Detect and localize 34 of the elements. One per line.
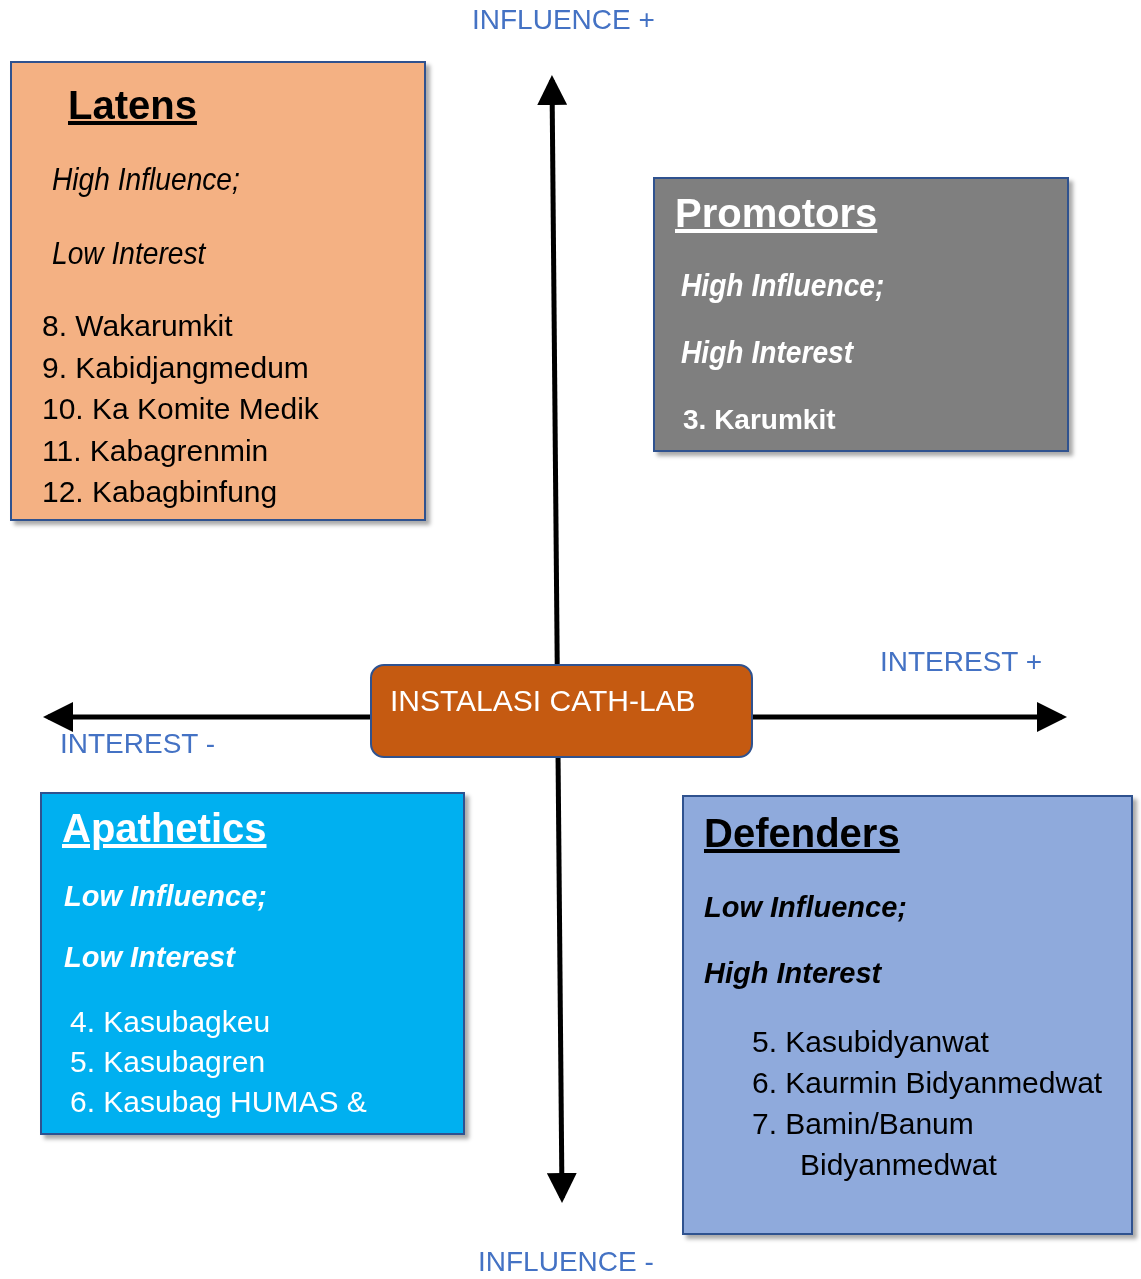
list-item: 12. Kabagbinfung <box>42 474 279 510</box>
list-item: 10. Ka Komite Medik <box>42 391 320 427</box>
quadrant-heading: Promotors <box>675 191 878 236</box>
list-item: 6. Kaurmin Bidyanmedwat <box>752 1065 1104 1101</box>
list-item: 8. Wakarumkit <box>42 308 234 344</box>
list-item: 6. Kasubag HUMAS & <box>70 1084 368 1120</box>
criteria-text: High Interest <box>681 334 854 371</box>
list-item: 11. Kabagrenmin <box>42 432 270 469</box>
quadrant-box <box>682 795 1133 1235</box>
axis-label: INTEREST - <box>60 728 216 760</box>
quadrant-box <box>40 792 465 1135</box>
list-item: 7. Bamin/Banum Bidyanmedwat <box>752 1106 998 1183</box>
quadrant-heading: Apathetics <box>62 806 267 851</box>
list-item: 5. Kasubidyanwat <box>752 1024 990 1060</box>
list-item: 5. Kasubagren <box>70 1044 267 1080</box>
criteria-text: Low Interest <box>64 941 235 974</box>
criteria-text: Low Interest <box>52 235 206 272</box>
quadrant-box <box>10 61 426 521</box>
list-item: 9. Kabidjangmedum <box>42 349 310 386</box>
criteria-text: Low Influence; <box>704 891 907 924</box>
criteria-text: High Influence; <box>52 161 240 198</box>
axis-label: INFLUENCE + <box>472 4 655 36</box>
center-box <box>370 664 753 758</box>
criteria-text: High Interest <box>704 957 882 990</box>
quadrant-heading: Latens <box>68 83 197 128</box>
list-item: 3. Karumkit <box>683 403 837 437</box>
list-item: 4. Kasubagkeu <box>70 1004 272 1040</box>
quadrant-heading: Defenders <box>704 811 900 856</box>
criteria-text: Low Influence; <box>64 880 267 913</box>
criteria-text: High Influence; <box>681 267 885 304</box>
quadrant-box <box>653 177 1069 452</box>
center-title: INSTALASI CATH-LAB <box>390 684 696 718</box>
axis-label: INTEREST + <box>880 646 1043 678</box>
axis-label: INFLUENCE - <box>478 1246 654 1278</box>
